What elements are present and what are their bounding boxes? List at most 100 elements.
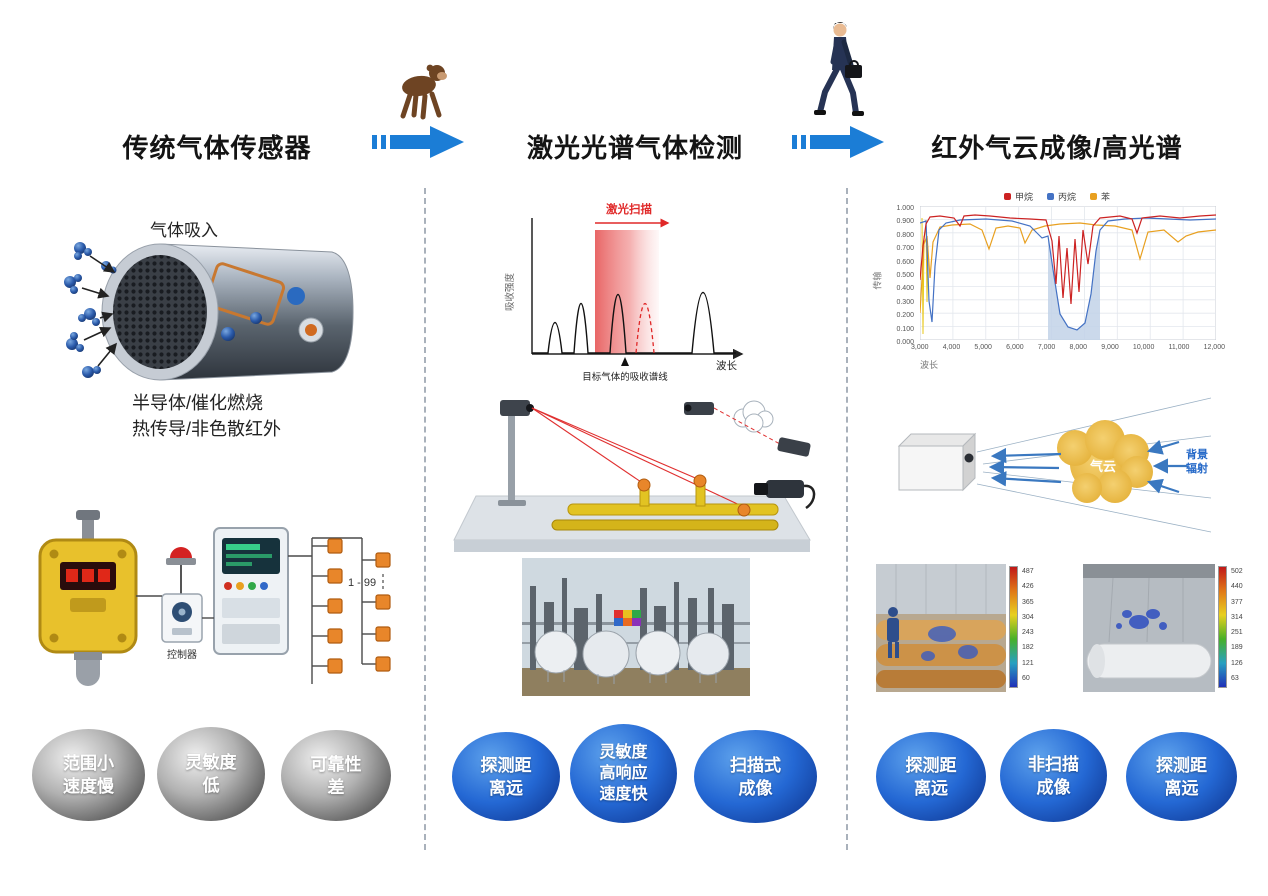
- fixed-camera-unit: [754, 480, 816, 510]
- laser-detection-scene: [453, 400, 816, 552]
- evolution-arrow-2: [792, 126, 884, 158]
- gas-intake-label: 气体吸入: [150, 221, 218, 240]
- man-leg-back: [817, 66, 840, 115]
- target-marker: [621, 357, 629, 366]
- absorption-axis-label: 吸收强度: [504, 273, 516, 312]
- y-tick-labels: 1.000 0.900 0.800 0.700 0.600 0.500 0.40…: [896, 205, 914, 347]
- gas-cloud: [1057, 420, 1153, 503]
- block-arrow-right-icon: [372, 126, 464, 158]
- absorption-band: [1048, 230, 1100, 340]
- legend-item-benzene: 苯: [1090, 190, 1110, 203]
- detector-range-label: 1 - 99: [348, 577, 376, 589]
- sensor-mesh: [113, 255, 207, 369]
- column-divider-2: [846, 188, 848, 850]
- series-propane: [920, 217, 1216, 331]
- x-axis-label: 波长: [920, 360, 939, 370]
- advantage-badge-nonscanning: 非扫描 成像: [1000, 729, 1107, 822]
- background-radiation-arrows: [1146, 439, 1187, 494]
- background-radiation-label: 背景 辐射: [1186, 449, 1208, 475]
- monkey-body: [402, 75, 436, 97]
- laser-beams: [531, 407, 747, 509]
- legend-item-methane: 甲烷: [1004, 190, 1033, 203]
- gas-indication-patches: [1116, 609, 1167, 630]
- alarm-beacon: [166, 547, 196, 594]
- legend-swatch-propane: [1047, 193, 1055, 200]
- color-scale-values: 502 440 377 314 251 189 126 63: [1231, 568, 1243, 683]
- series-methane: [920, 214, 1216, 305]
- stage2-title: 激光光谱气体检测: [526, 133, 743, 163]
- linked-device-label: 控制器: [167, 648, 197, 661]
- wall-panels: [1108, 577, 1184, 643]
- badge-text: 灵敏度 低: [185, 753, 237, 795]
- legend-swatch-methane: [1004, 193, 1011, 200]
- controller-cabinet: [213, 527, 289, 655]
- linked-device: [161, 593, 203, 643]
- color-scale-bar: [1218, 566, 1227, 688]
- advantage-badge-distance-ir-2: 探测距 离远: [1126, 732, 1237, 821]
- laser-scan-band: [595, 230, 659, 354]
- refinery-photo: [522, 558, 750, 696]
- badge-text: 探测距 离远: [905, 755, 957, 798]
- radiation-arrows-to-camera: [988, 447, 1062, 487]
- thermal-scene-tank: [1083, 564, 1215, 692]
- walking-man-icon: [814, 22, 864, 116]
- stage3-title: 红外气云成像/高光谱: [931, 133, 1183, 163]
- handheld-laser-path: [713, 407, 781, 445]
- legend-item-propane: 丙烷: [1047, 190, 1076, 203]
- detector-system-illustration: 控制器 1 - 99: [38, 510, 391, 686]
- laser-scanner-pole: [498, 400, 534, 506]
- person-silhouette: [887, 607, 899, 658]
- badge-text: 灵敏度 高响应 速度快: [599, 744, 648, 803]
- color-scale-bar: [1009, 566, 1018, 688]
- y-axis-label: 传输: [872, 271, 883, 290]
- legend-label: 丙烷: [1058, 192, 1077, 202]
- monkey-face: [437, 72, 447, 80]
- badge-text: 探测距 离远: [480, 755, 532, 798]
- gas-pipes: [551, 474, 779, 531]
- sensor-head: [76, 660, 100, 686]
- block-arrow-right-icon: [792, 126, 884, 158]
- absorption-peaks: [532, 291, 736, 354]
- sensor-filament: [305, 324, 317, 336]
- advantage-badge-scanning: 扫描式 成像: [694, 730, 817, 823]
- transmission-chart: 甲烷 丙烷 苯 1.000 0.900 0.800 0.700 0.600 0.…: [873, 190, 1234, 386]
- legend-label: 苯: [1101, 192, 1111, 202]
- gas-sensor-illustration: [64, 242, 354, 381]
- gas-cloud-label: 气云: [1090, 459, 1117, 474]
- limitation-badge-range: 范围小 速度慢: [32, 729, 145, 821]
- thermal-image-right: 502 440 377 314 251 189 126 63: [1083, 564, 1255, 692]
- badge-text: 探测距 离远: [1156, 755, 1207, 798]
- advantage-badge-distance-ir: 探测距 离远: [876, 732, 986, 821]
- storage-tank: [1086, 643, 1212, 679]
- briefcase-icon: [845, 65, 862, 78]
- gas-cloud-diagram: 气云 背景 辐射: [893, 396, 1212, 534]
- badge-text: 扫描式 成像: [730, 755, 781, 798]
- series-benzene: [920, 222, 1216, 314]
- spherical-tanks: [534, 630, 730, 684]
- x-tick-labels: 3,000 4,000 5,000 6,000 7,000 8,000 9,00…: [911, 344, 1225, 351]
- wiring-lines: [136, 537, 376, 684]
- transmission-plot: [920, 206, 1216, 340]
- color-scale-values: 487 426 365 304 243 182 121 60: [1022, 568, 1034, 683]
- legend-label: 甲烷: [1015, 192, 1034, 202]
- stage1-title: 传统气体传感器: [122, 133, 312, 163]
- advantage-badge-sensitivity: 灵敏度 高响应 速度快: [570, 724, 677, 823]
- evolution-arrow-1: [372, 126, 464, 158]
- thermal-image-left: 487 426 365 304 243 182 121 60: [876, 564, 1046, 692]
- monkey-icon: [400, 64, 447, 120]
- scan-band-label: 激光扫描: [606, 202, 652, 216]
- intake-arrows: [81, 255, 118, 367]
- target-gas-peak: [635, 302, 655, 354]
- laser-spectrum-chart: 激光扫描 目标气体的吸收谱线 波长 吸收强度: [504, 202, 744, 383]
- badge-text: 非扫描 成像: [1028, 754, 1079, 797]
- limitation-badge-reliability: 可靠性 差: [281, 730, 391, 821]
- wall-panels: [895, 564, 987, 614]
- sensor-lens: [287, 287, 305, 305]
- ir-camera-box: [897, 432, 977, 492]
- badge-text: 范围小 速度慢: [63, 754, 114, 796]
- sensor-tech-caption: 半导体/催化燃烧 热传导/非色散红外: [132, 393, 282, 439]
- gas-plume-cloud: [733, 400, 774, 433]
- monkey-limbs: [400, 91, 442, 120]
- gas-indication-patches: [921, 626, 978, 661]
